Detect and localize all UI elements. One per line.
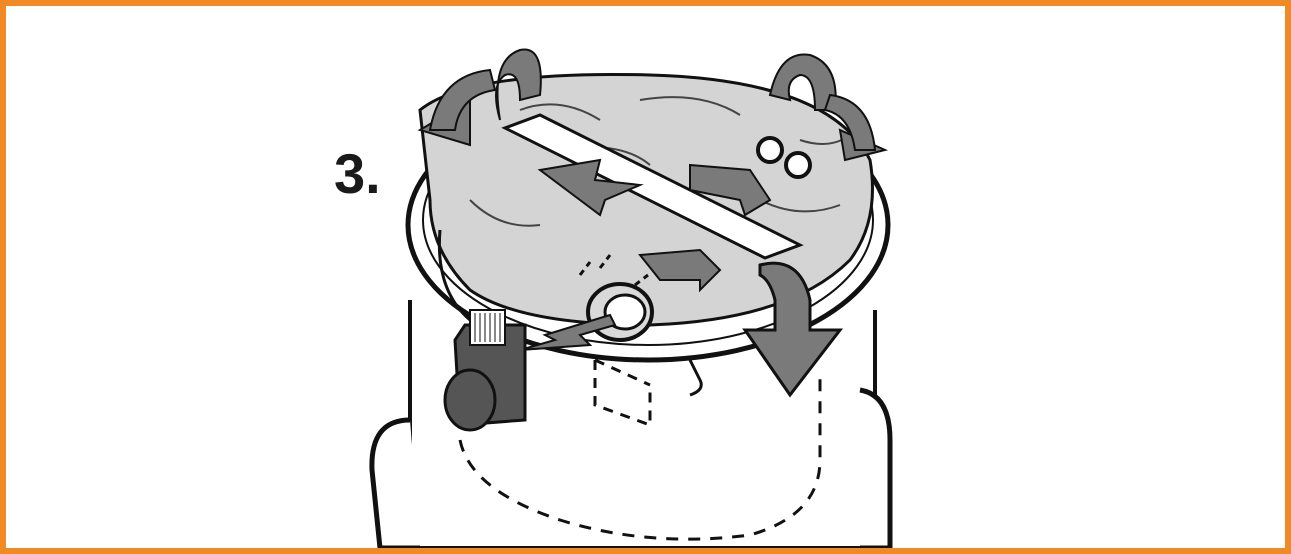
vacuum-bag-removal-illustration: [6, 6, 1285, 548]
bag-ring: [786, 153, 810, 177]
latch-knob: [445, 370, 495, 430]
wheel-housing-right: [860, 390, 890, 548]
bag-ring: [758, 138, 782, 162]
